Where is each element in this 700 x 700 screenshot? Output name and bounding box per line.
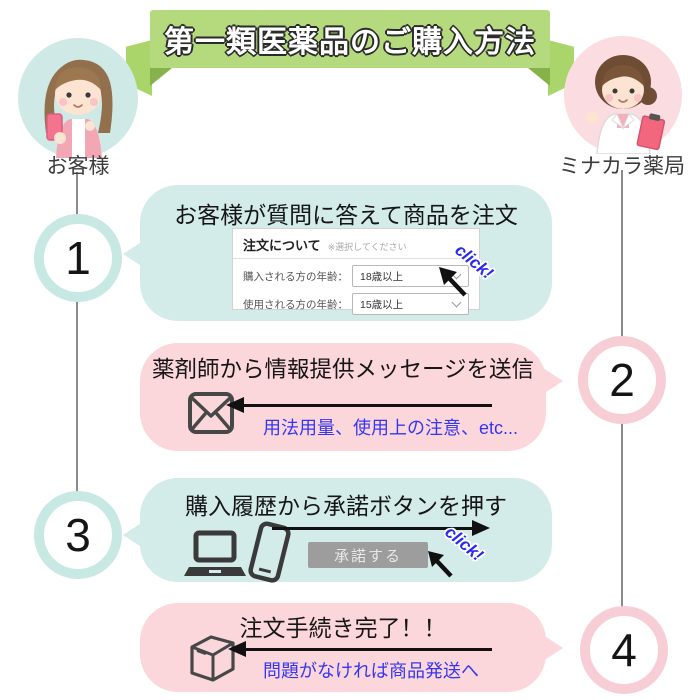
ribbon-fold-left	[150, 68, 172, 86]
form-row-user-age: 使用される方の年齢： 15歳以上	[233, 293, 479, 315]
order-form-note: ※選択してください	[327, 242, 407, 252]
step-1-bubble-pointer	[123, 241, 143, 267]
accept-button[interactable]: 承諾する	[308, 542, 428, 568]
buyer-age-label: 購入される方の年齢：	[243, 270, 348, 283]
user-age-value: 15歳以上	[360, 298, 404, 311]
arrow-left-icon	[226, 397, 492, 413]
form-row-buyer-age: 購入される方の年齢： 18歳以上	[233, 265, 479, 287]
step-3-bubble-pointer	[123, 522, 143, 548]
step-2-number: 2	[609, 354, 635, 406]
cursor-arrow-icon	[439, 267, 467, 297]
step-4-number: 4	[611, 624, 637, 676]
user-age-label: 使用される方の年齢：	[243, 298, 348, 311]
cursor-arrow-icon	[428, 551, 453, 578]
order-form-header: 注文について ※選択してください	[233, 229, 479, 259]
step-3-number-circle: 3	[34, 491, 122, 579]
step-4-number-circle: 4	[580, 606, 668, 694]
laptop-icon	[184, 530, 246, 576]
ribbon-fold-right	[528, 68, 550, 86]
buyer-age-select[interactable]: 18歳以上	[352, 265, 469, 287]
pharmacist-illustration	[585, 55, 666, 155]
step-4-note: 問題がなければ商品発送へ	[263, 661, 479, 681]
step-1-number: 1	[65, 232, 91, 284]
step-4-title: 注文手続き完了！！	[239, 615, 447, 641]
arrow-right-icon	[272, 520, 490, 536]
order-form-heading: 注文について	[243, 238, 321, 253]
title-ribbon: 第一類医薬品のご購入方法	[150, 10, 550, 68]
step-3-number: 3	[65, 509, 91, 561]
step-4-bubble-pointer	[543, 635, 563, 661]
step-3-title: 購入履歴から承諾ボタンを押す	[185, 493, 507, 519]
step-2-number-circle: 2	[578, 336, 666, 424]
page-title: 第一類医薬品のご購入方法	[164, 26, 536, 59]
envelope-icon	[188, 392, 234, 434]
step-1-title: お客様が質問に答えて商品を注文	[174, 202, 518, 228]
step-2-title: 薬剤師から情報提供メッセージを送信	[151, 357, 535, 382]
step-2-note: 用法用量、使用上の注意、etc...	[263, 418, 519, 438]
customer-label: お客様	[46, 155, 110, 178]
buyer-age-value: 18歳以上	[360, 270, 404, 283]
step-1-number-circle: 1	[34, 214, 122, 302]
customer-avatar	[18, 38, 138, 158]
arrow-left-icon	[228, 641, 492, 657]
customer-illustration	[44, 59, 113, 158]
connector-line-customer	[76, 172, 78, 538]
package-icon	[190, 635, 235, 682]
order-form-screenshot: 注文について ※選択してください 購入される方の年齢： 18歳以上 使用される方…	[232, 228, 480, 315]
pharmacist-avatar	[564, 36, 682, 155]
step-2-bubble-pointer	[543, 368, 563, 394]
pharmacy-label: ミナカラ薬局	[559, 155, 685, 178]
smartphone-icon	[248, 521, 291, 583]
user-age-select[interactable]: 15歳以上	[352, 293, 469, 315]
accept-button-label: 承諾する	[333, 547, 402, 565]
